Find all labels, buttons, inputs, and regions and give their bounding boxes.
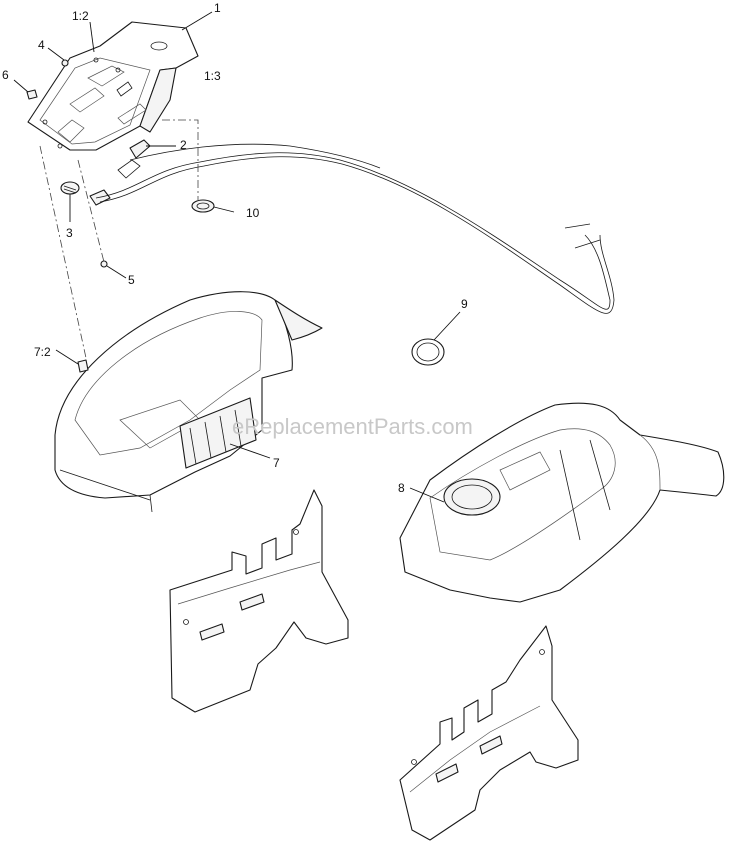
callout-1-2: 1:2 — [72, 9, 89, 23]
callout-1-3: 1:3 — [204, 69, 221, 83]
callout-7-2: 7:2 — [34, 345, 51, 359]
callout-7: 7 — [273, 456, 280, 470]
callout-1: 1 — [214, 1, 221, 15]
heat-shield-right — [399, 625, 579, 841]
screw-part-6 — [26, 89, 38, 100]
heat-shield-left — [169, 489, 349, 713]
callout-10: 10 — [246, 206, 260, 220]
callout-9: 9 — [461, 297, 468, 311]
callout-5: 5 — [128, 273, 135, 287]
callout-labels: 1 1:2 1:3 2 3 4 5 6 7 7:2 8 9 10 — [2, 1, 468, 495]
watermark: eReplacementParts.com — [232, 414, 473, 439]
wire-harness — [95, 143, 615, 314]
callout-6: 6 — [2, 68, 9, 82]
callout-2: 2 — [180, 138, 187, 152]
grommet-part-10 — [191, 199, 215, 213]
hose-clamp-part-9 — [411, 338, 445, 366]
alignment-lines — [39, 119, 199, 359]
tank-body-part-8 — [399, 402, 725, 603]
callout-3: 3 — [66, 226, 73, 240]
callout-4: 4 — [38, 38, 45, 52]
control-panel-part — [27, 21, 199, 151]
nut-part-5 — [100, 260, 108, 268]
leader-lines — [13, 11, 461, 503]
callout-8: 8 — [398, 481, 405, 495]
nut-part-4 — [61, 59, 69, 67]
tank-body-part-7 — [54, 291, 323, 513]
